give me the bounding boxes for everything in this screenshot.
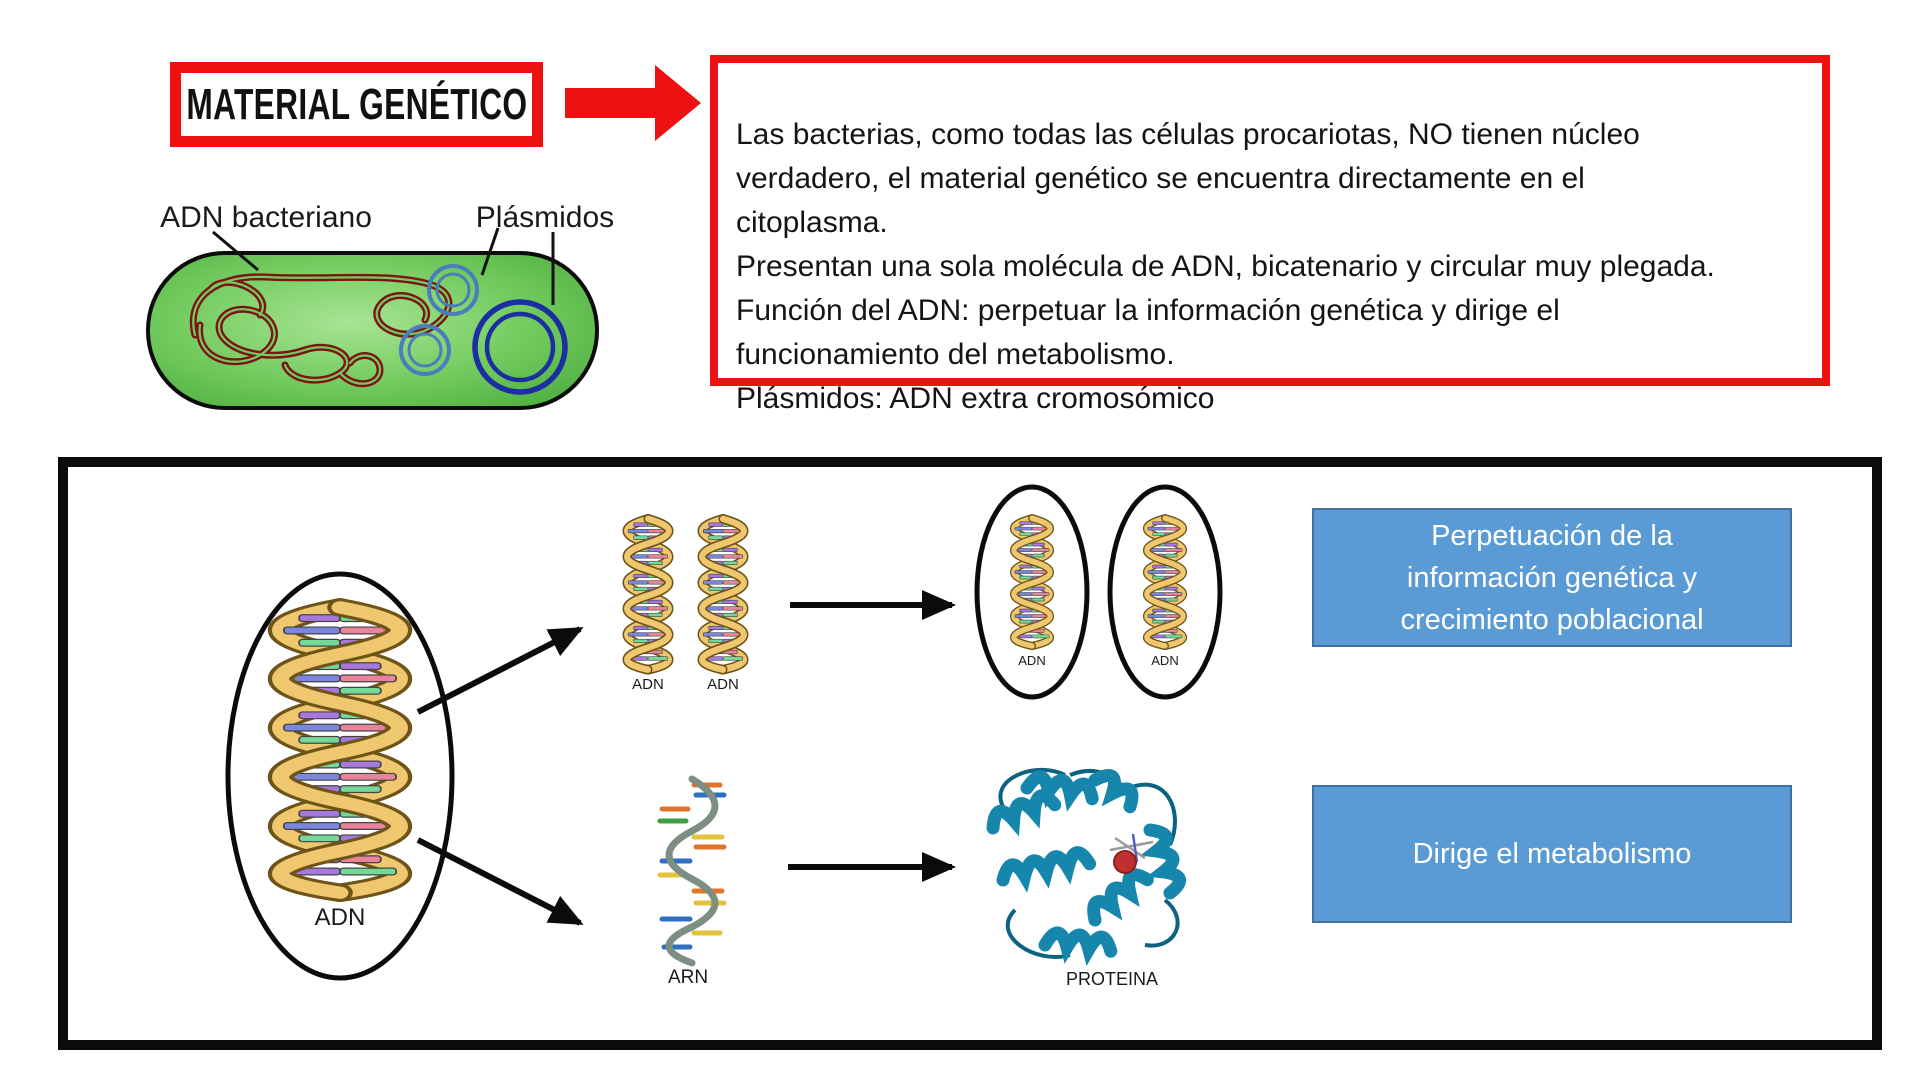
result-box-metabolism: Dirige el metabolismo xyxy=(1312,785,1792,923)
bacteria-cell-body xyxy=(146,251,599,410)
info-text: Las bacterias, como todas las células pr… xyxy=(736,118,1715,415)
label-dna-copy2: ADN xyxy=(707,676,739,693)
bacterial-dna-tangle xyxy=(189,273,453,387)
dna-main-figure: ADN xyxy=(225,571,455,981)
title-box: MATERIAL GENÉTICO xyxy=(170,62,543,147)
label-cell1-dna: ADN xyxy=(1018,653,1045,668)
label-bacterial-dna: ADN bacteriano xyxy=(160,201,372,234)
result-box-perpetuation-text: Perpetuación de la información genética … xyxy=(1400,519,1704,636)
rna-figure: ARN xyxy=(657,775,727,988)
cell-ellipse-1 xyxy=(974,484,1090,700)
cell-ellipse-2 xyxy=(1107,484,1223,700)
bacteria-illustration: ADN bacteriano Plásmidos xyxy=(146,201,614,410)
page-title: MATERIAL GENÉTICO xyxy=(185,79,528,129)
label-dna-copy1: ADN xyxy=(632,676,664,693)
dna-replicated-pair: ADN ADN xyxy=(605,505,765,693)
label-dna-main: ADN xyxy=(315,904,366,931)
label-cell2-dna: ADN xyxy=(1151,653,1178,668)
red-arrow-icon xyxy=(565,65,701,141)
protein-figure: PROTEINA xyxy=(986,767,1186,989)
protein-coils xyxy=(986,769,1186,966)
heme-group xyxy=(1109,833,1154,874)
label-rna: ARN xyxy=(668,967,708,988)
info-text-box: Las bacterias, como todas las células pr… xyxy=(710,55,1830,415)
plasmid-rings xyxy=(399,264,568,395)
pointer-lines xyxy=(212,227,555,305)
result-box-perpetuation: Perpetuación de la información genética … xyxy=(1312,508,1792,647)
label-protein: PROTEINA xyxy=(1066,969,1158,989)
result-box-metabolism-text: Dirige el metabolismo xyxy=(1412,838,1692,870)
rna-backbone xyxy=(665,775,719,967)
daughter-cells: ADN ADN xyxy=(974,484,1223,700)
